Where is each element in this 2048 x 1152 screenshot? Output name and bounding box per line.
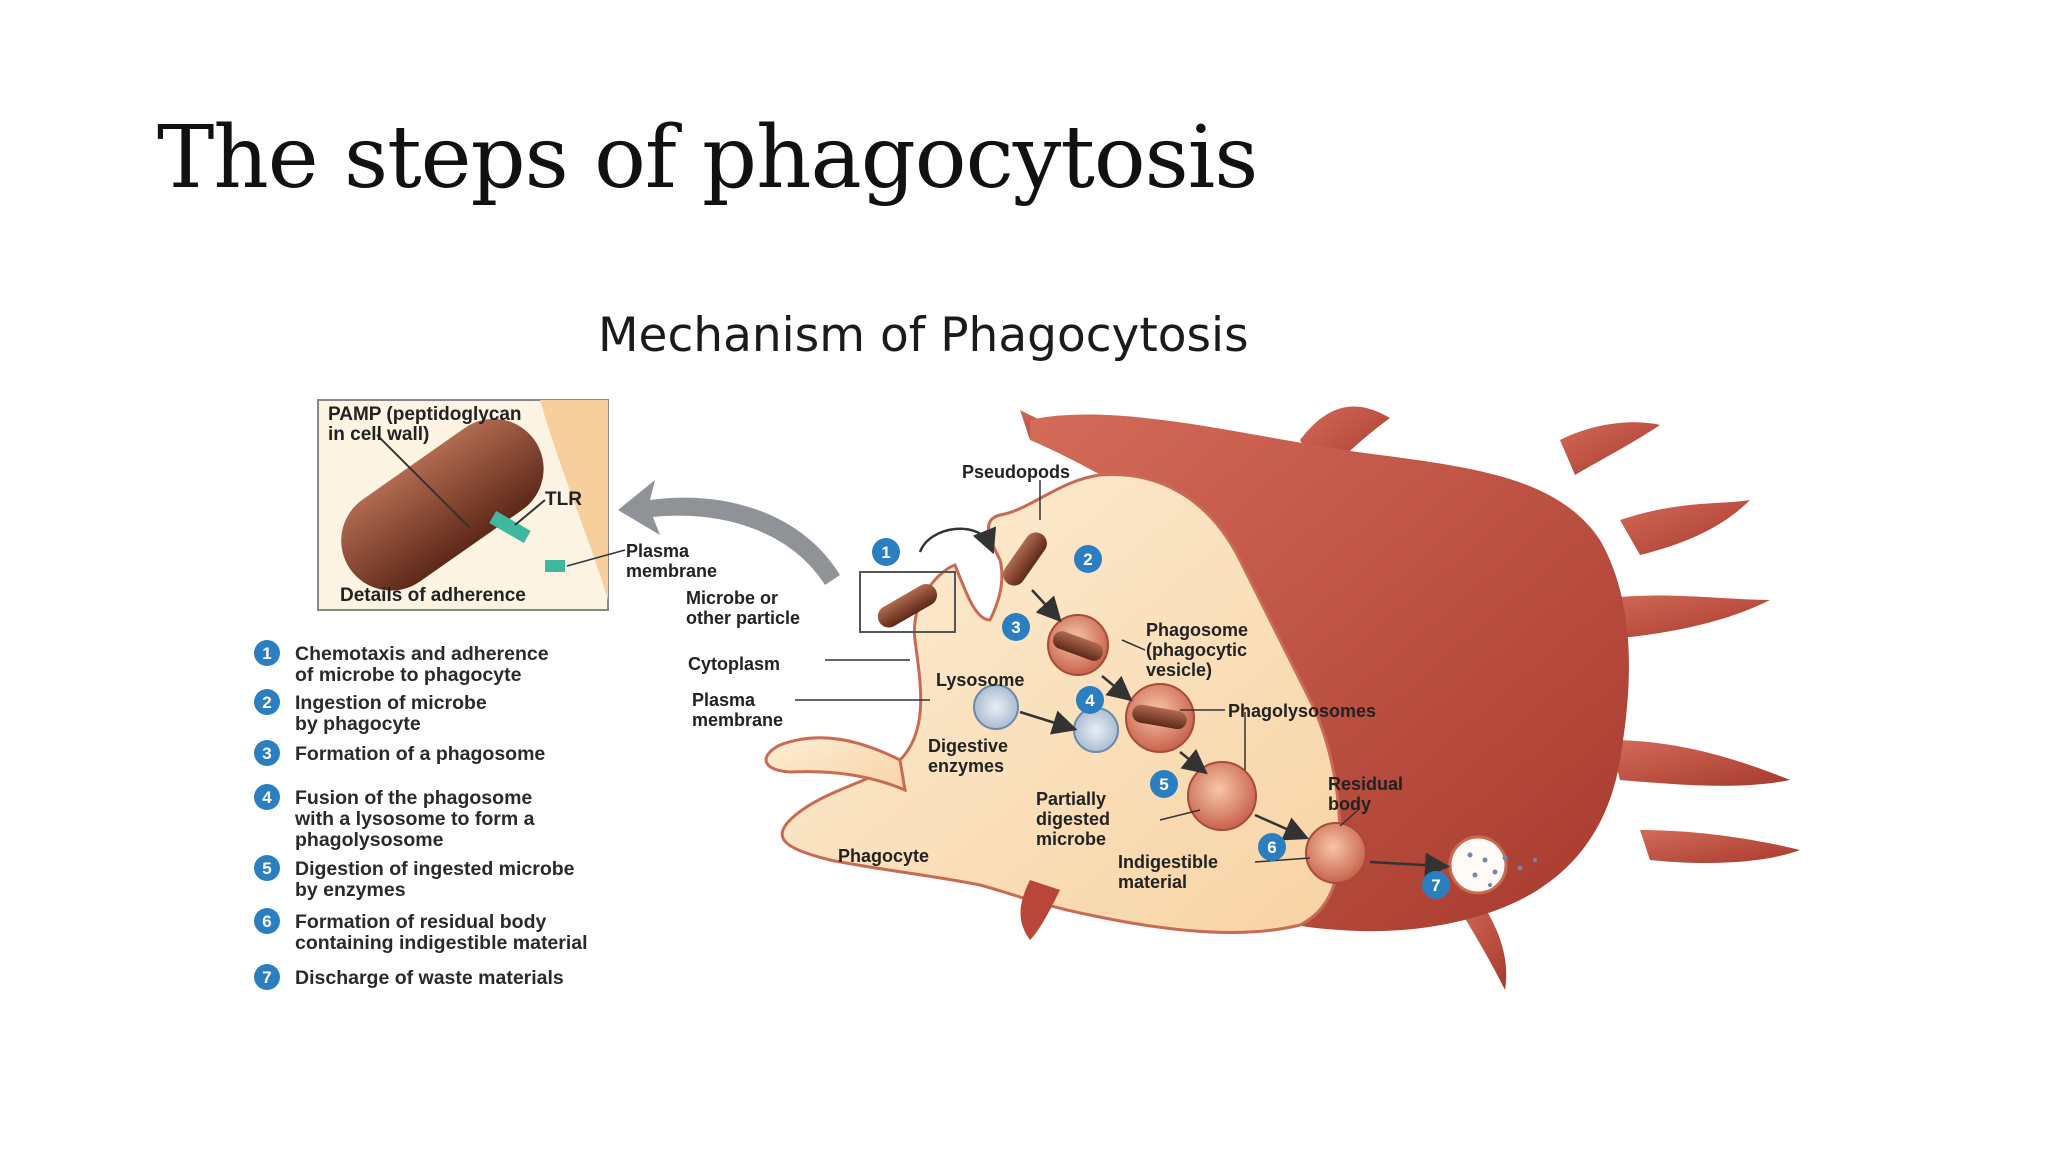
svg-text:by enzymes: by enzymes (295, 879, 406, 901)
step-4: 4 Fusion of the phagosome with a lysosom… (254, 784, 535, 851)
label-cytoplasm: Cytoplasm (688, 654, 780, 674)
steps-legend: 1 Chemotaxis and adherence of microbe to… (254, 640, 588, 990)
svg-text:1: 1 (881, 543, 890, 562)
svg-text:4: 4 (262, 788, 272, 807)
svg-text:3: 3 (1011, 618, 1020, 637)
process-elements (877, 526, 1537, 895)
tlr-receptor (489, 510, 531, 544)
diagram-badge-1: 1 (872, 538, 900, 566)
svg-text:Fusion of the phagosome: Fusion of the phagosome (295, 787, 532, 809)
svg-text:4: 4 (1085, 691, 1095, 710)
residual-body (1305, 822, 1367, 884)
label-residual-2: body (1328, 794, 1371, 814)
diagram-title: Mechanism of Phagocytosis (598, 308, 1249, 363)
svg-text:5: 5 (1159, 775, 1168, 794)
svg-text:2: 2 (262, 693, 271, 712)
svg-text:2: 2 (1083, 550, 1092, 569)
label-phagocyte: Phagocyte (838, 846, 929, 866)
svg-text:with a lysosome to form a: with a lysosome to form a (294, 808, 535, 830)
diagram-badges: 1 2 3 4 5 6 7 (872, 538, 1450, 899)
svg-text:of microbe to phagocyte: of microbe to phagocyte (295, 664, 522, 686)
label-partial-1: Partially (1036, 789, 1106, 809)
label-residual-1: Residual (1328, 774, 1403, 794)
phagocyte-cell (764, 406, 1800, 990)
label-indigestible-1: Indigestible (1118, 852, 1218, 872)
step-7: 7 Discharge of waste materials (254, 964, 564, 990)
label-microbe-2: other particle (686, 608, 800, 628)
svg-text:3: 3 (262, 744, 271, 763)
zoom-arrow (618, 480, 840, 585)
adherence-inset: PAMP (peptidoglycan in cell wall) TLR De… (317, 399, 626, 611)
lysosome (973, 684, 1019, 730)
svg-text:6: 6 (1267, 838, 1276, 857)
diagram-badge-3: 3 (1002, 613, 1030, 641)
step-2: 2 Ingestion of microbe by phagocyte (254, 689, 487, 735)
label-partial-3: microbe (1036, 829, 1106, 849)
svg-text:6: 6 (262, 912, 271, 931)
label-phagosome-2: (phagocytic (1146, 640, 1247, 660)
slide-title: The steps of phagocytosis (157, 108, 1258, 208)
label-phagosome-1: Phagosome (1146, 620, 1248, 640)
step-1: 1 Chemotaxis and adherence of microbe to… (254, 640, 549, 686)
svg-text:Discharge of waste materials: Discharge of waste materials (295, 967, 564, 989)
inset-caption: Details of adherence (340, 585, 526, 606)
svg-text:phagolysosome: phagolysosome (295, 829, 444, 851)
step-5: 5 Digestion of ingested microbe by enzym… (254, 855, 575, 901)
svg-text:Chemotaxis and adherence: Chemotaxis and adherence (295, 643, 549, 665)
diagram-badge-6: 6 (1258, 833, 1286, 861)
pamp-label-2: in cell wall) (328, 424, 429, 445)
label-digestive-1: Digestive (928, 736, 1008, 756)
svg-text:containing indigestible materi: containing indigestible material (295, 932, 588, 954)
label-pseudopods: Pseudopods (962, 462, 1070, 482)
tlr-label: TLR (545, 489, 582, 510)
phagolysosome-2 (1187, 761, 1257, 831)
label-plasma-top-2: membrane (626, 561, 717, 581)
lysosome-fusing (1073, 707, 1119, 753)
svg-text:by phagocyte: by phagocyte (295, 713, 421, 735)
label-phagosome-3: vesicle) (1146, 660, 1212, 680)
svg-text:Formation of residual body: Formation of residual body (295, 911, 547, 933)
svg-text:Ingestion of microbe: Ingestion of microbe (295, 692, 487, 714)
label-indigestible-2: material (1118, 872, 1187, 892)
label-microbe-1: Microbe or (686, 588, 778, 608)
label-plasma-2: membrane (692, 710, 783, 730)
svg-text:5: 5 (262, 859, 271, 878)
svg-text:Formation of a phagosome: Formation of a phagosome (295, 743, 545, 765)
inset-bacterium (341, 418, 544, 591)
ingested-microbe (1003, 532, 1047, 586)
label-plasma-top-1: Plasma (626, 541, 690, 561)
label-partial-2: digested (1036, 809, 1110, 829)
step-3: 3 Formation of a phagosome (254, 740, 545, 766)
svg-text:1: 1 (262, 644, 271, 663)
diagram-badge-4: 4 (1076, 686, 1104, 714)
diagram-badge-7: 7 (1422, 871, 1450, 899)
pamp-label: PAMP (peptidoglycan (328, 404, 522, 425)
svg-text:Digestion of ingested microbe: Digestion of ingested microbe (295, 858, 575, 880)
discharge-opening (1448, 835, 1508, 895)
diagram-badge-5: 5 (1150, 770, 1178, 798)
label-phagolysosomes: Phagolysosomes (1228, 701, 1376, 721)
label-digestive-2: enzymes (928, 756, 1004, 776)
label-plasma-1: Plasma (692, 690, 756, 710)
microbe-selection-box (859, 571, 956, 633)
microbe-particle (877, 584, 938, 628)
diagram-badge-2: 2 (1074, 545, 1102, 573)
step-6: 6 Formation of residual body containing … (254, 908, 588, 954)
label-lysosome: Lysosome (936, 670, 1024, 690)
svg-text:7: 7 (262, 968, 271, 987)
svg-text:7: 7 (1431, 876, 1440, 895)
